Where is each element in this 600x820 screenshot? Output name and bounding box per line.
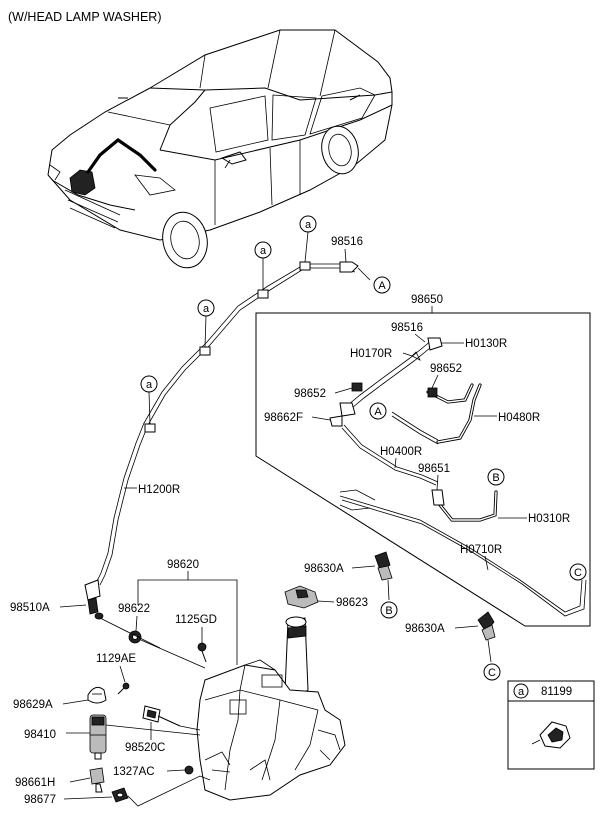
label-98623: 98623 xyxy=(336,597,368,609)
legend-callout-a-label: a xyxy=(518,686,525,698)
callout-a-4: a xyxy=(140,375,158,393)
valve-98510a xyxy=(84,579,104,620)
grommet-98622 xyxy=(128,630,142,644)
label-98520c: 98520C xyxy=(125,742,165,754)
callout-A-box-label: A xyxy=(374,406,382,418)
pump-98410 xyxy=(89,714,107,760)
callout-C-box-label: C xyxy=(574,567,582,579)
grommet-98677 xyxy=(111,787,129,803)
label-98510a: 98510A xyxy=(10,602,50,614)
callout-a-3-label: a xyxy=(203,303,210,315)
label-h0400r: H0400R xyxy=(380,446,422,458)
label-98652-right: 98652 xyxy=(430,363,462,375)
label-98620: 98620 xyxy=(167,559,199,571)
callout-B-box: B xyxy=(487,468,505,486)
callout-B-nozzle-label: B xyxy=(385,605,392,617)
box-hoses xyxy=(329,337,587,617)
legend-box-81199: a 81199 xyxy=(507,680,595,770)
label-98516-top: 98516 xyxy=(331,236,363,248)
nut-1327ac xyxy=(184,765,194,775)
label-h0710r: H0710R xyxy=(460,544,502,556)
label-h0170r: H0170R xyxy=(350,348,392,360)
callout-a-1-label: a xyxy=(305,219,312,231)
label-1125gd: 1125GD xyxy=(175,614,217,626)
label-1327ac: 1327AC xyxy=(113,766,155,778)
nozzle-98630a-top xyxy=(374,551,393,581)
label-h0480r: H0480R xyxy=(498,412,540,424)
label-98651: 98651 xyxy=(418,463,450,475)
label-98677: 98677 xyxy=(24,794,56,806)
clamp-98629a xyxy=(87,686,107,704)
main-hose-h1200r xyxy=(95,261,371,586)
sensor-98520c xyxy=(142,705,181,727)
label-98662f: 98662F xyxy=(264,412,303,424)
callout-a-1: a xyxy=(299,215,317,233)
callout-B-nozzle: B xyxy=(380,601,398,619)
legend-callout-a: a xyxy=(513,683,529,699)
nozzle-98630a-bottom xyxy=(477,611,496,641)
label-98630a-top: 98630A xyxy=(304,563,344,575)
label-98516-box: 98516 xyxy=(391,322,423,334)
label-98652-left: 98652 xyxy=(294,388,326,400)
label-98661h: 98661H xyxy=(15,777,55,789)
clip-81199-icon xyxy=(531,721,571,749)
callout-A-top-label: A xyxy=(378,280,386,292)
screw-1129ae xyxy=(117,682,130,695)
assembly-box-98650 xyxy=(255,312,591,627)
callout-a-2: a xyxy=(254,241,272,259)
label-h0310r: H0310R xyxy=(528,513,570,525)
bolt-1125gd xyxy=(197,642,207,663)
label-h0130r: H0130R xyxy=(465,338,507,350)
callout-A-box: A xyxy=(369,402,387,420)
label-98622: 98622 xyxy=(118,603,150,615)
elbow-98661h xyxy=(89,767,105,793)
label-98410: 98410 xyxy=(24,729,56,741)
callout-B-box-label: B xyxy=(492,472,499,484)
callout-A-top: A xyxy=(373,276,391,294)
car-illustration xyxy=(47,29,393,269)
label-h1200r: H1200R xyxy=(138,484,180,496)
label-1129ae: 1129AE xyxy=(96,653,136,665)
label-98630a-bottom: 98630A xyxy=(405,623,445,635)
callout-C-nozzle-label: C xyxy=(488,667,496,679)
callout-a-4-label: a xyxy=(146,379,153,391)
callout-C-box: C xyxy=(569,563,587,581)
callout-a-3: a xyxy=(197,299,215,317)
label-98650: 98650 xyxy=(411,294,443,306)
cap-98623 xyxy=(284,585,319,609)
callout-C-nozzle: C xyxy=(483,663,501,681)
label-98629a: 98629A xyxy=(13,699,53,711)
diagram-title: (W/HEAD LAMP WASHER) xyxy=(8,10,162,24)
washer-reservoir xyxy=(196,616,346,801)
callout-a-2-label: a xyxy=(260,245,267,257)
label-81199: 81199 xyxy=(541,686,572,698)
